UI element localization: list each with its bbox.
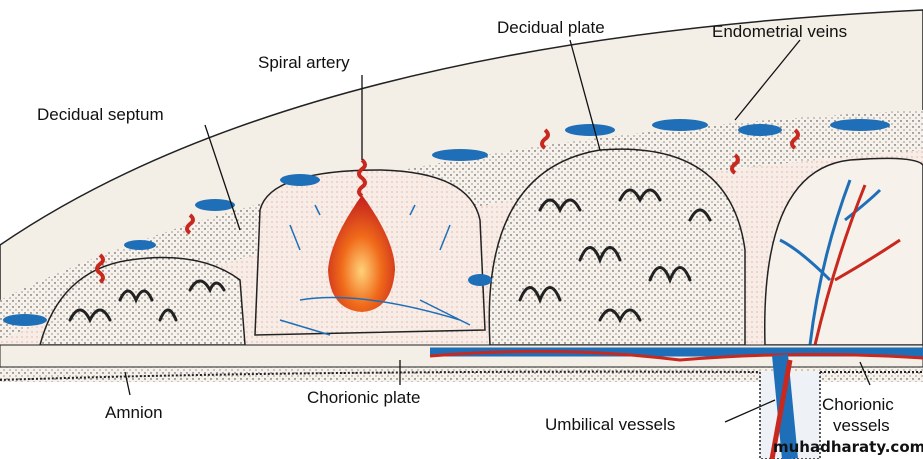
endometrial-veins — [3, 119, 890, 326]
flow-arrows — [279, 204, 471, 336]
label-chorionic-vessels-2: vessels — [833, 416, 890, 435]
label-chorionic-plate: Chorionic plate — [307, 388, 420, 407]
watermark: muhadharaty.com — [773, 438, 923, 456]
label-spiral-artery: Spiral artery — [258, 53, 350, 72]
umbilical-vein — [772, 354, 798, 459]
amnion-membrane — [0, 370, 923, 381]
leader-lines — [124, 39, 871, 423]
label-chorionic-vessels-1: Chorionic — [822, 395, 894, 414]
villi — [68, 188, 712, 324]
umbilical-artery — [769, 359, 793, 459]
spiral-artery-coil — [357, 158, 367, 198]
blood-jet — [328, 195, 395, 312]
label-umbilical-vessels: Umbilical vessels — [545, 415, 675, 434]
label-endometrial-veins: Endometrial veins — [712, 22, 847, 41]
chorionic-plate-artery — [429, 349, 923, 362]
label-decidual-plate: Decidual plate — [497, 18, 605, 37]
label-decidual-septum: Decidual septum — [37, 105, 164, 124]
lower-area — [0, 382, 760, 459]
label-amnion: Amnion — [105, 403, 163, 422]
chorionic-villus-vessels — [779, 179, 901, 346]
spiral-arteries-small — [95, 128, 800, 284]
